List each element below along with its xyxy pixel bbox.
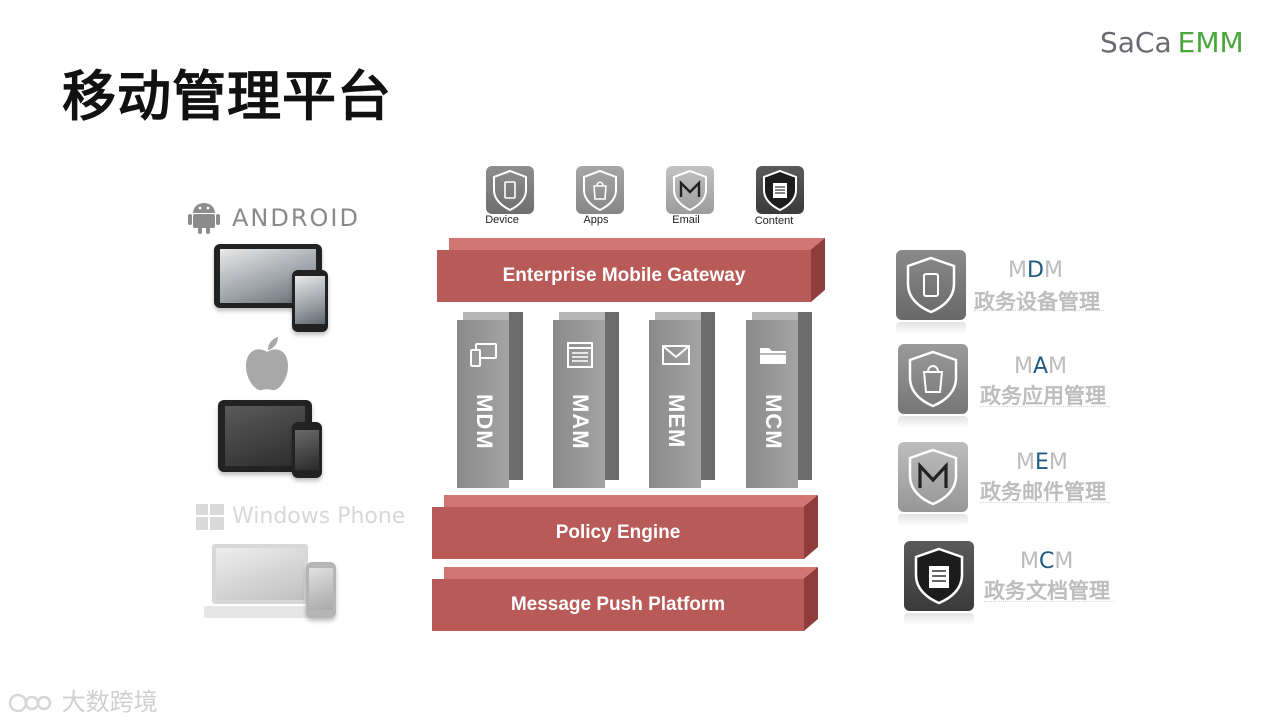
push-platform-label: Message Push Platform bbox=[432, 579, 804, 631]
windows-logo-icon bbox=[196, 504, 224, 530]
policy-engine-bar: Policy Engine bbox=[432, 495, 818, 559]
envelope-icon bbox=[661, 342, 691, 368]
pillar-label: MDM bbox=[472, 394, 497, 450]
module-fine-print bbox=[974, 310, 1104, 314]
message-push-platform-bar: Message Push Platform bbox=[432, 567, 818, 631]
device-shield-icon bbox=[896, 250, 966, 320]
enterprise-mobile-gateway-bar: Enterprise Mobile Gateway bbox=[437, 238, 825, 302]
gateway-label: Enterprise Mobile Gateway bbox=[437, 250, 811, 302]
top-module-device: Device bbox=[470, 166, 550, 228]
windows-laptop-image bbox=[204, 544, 316, 620]
content-shield-icon bbox=[756, 166, 804, 214]
module-abbreviation: MCM bbox=[1020, 549, 1074, 574]
pillar-label: MAM bbox=[568, 394, 593, 450]
apps-shield-icon bbox=[898, 344, 968, 414]
pillar-mam: MAM bbox=[553, 312, 619, 488]
module-chinese-name: 政务邮件管理 bbox=[980, 480, 1106, 504]
module-fine-print bbox=[980, 502, 1110, 506]
iphone-image bbox=[292, 422, 322, 478]
module-abbreviation: MDM bbox=[1008, 258, 1063, 283]
pillar-mcm: MCM bbox=[746, 312, 812, 488]
content-shield-icon bbox=[904, 541, 974, 611]
module-chinese-name: 政务文档管理 bbox=[984, 579, 1110, 603]
right-module-mam: MAM 政务应用管理 bbox=[898, 344, 1128, 434]
watermark-logo-icon bbox=[8, 692, 54, 714]
devices-icon bbox=[469, 342, 499, 368]
top-module-label: Content bbox=[754, 215, 794, 227]
email-shield-icon bbox=[898, 442, 968, 512]
top-module-label: Email bbox=[672, 214, 700, 226]
watermark: 大数跨境 bbox=[8, 682, 158, 717]
logo-brand: SaCa bbox=[1100, 26, 1172, 59]
pillar-label: MEM bbox=[664, 394, 689, 449]
module-abbreviation: MEM bbox=[1016, 450, 1068, 475]
right-module-mcm: MCM 政务文档管理 bbox=[904, 541, 1134, 631]
pillar-mem: MEM bbox=[649, 312, 715, 488]
top-module-content: Content bbox=[740, 166, 820, 228]
apps-shield-icon bbox=[576, 166, 624, 214]
android-robot-icon bbox=[188, 200, 220, 234]
device-shield-icon bbox=[486, 166, 534, 214]
top-module-label: Apps bbox=[583, 214, 609, 226]
module-abbreviation: MAM bbox=[1014, 354, 1068, 379]
module-fine-print bbox=[984, 601, 1114, 605]
windows-phone-image bbox=[306, 562, 336, 618]
logo-product: EMM bbox=[1177, 26, 1244, 59]
windows-phone-label: Windows Phone bbox=[232, 504, 406, 529]
top-module-email: Email bbox=[650, 166, 730, 228]
android-phone-image bbox=[292, 270, 328, 332]
watermark-text: 大数跨境 bbox=[61, 688, 158, 716]
email-shield-icon bbox=[666, 166, 714, 214]
module-fine-print bbox=[980, 406, 1110, 410]
top-module-label: Device bbox=[485, 214, 519, 226]
android-label: ANDROID bbox=[232, 204, 360, 232]
pillar-mdm: MDM bbox=[457, 312, 523, 488]
page-title: 移动管理平台 bbox=[62, 65, 392, 128]
module-chinese-name: 政务应用管理 bbox=[980, 384, 1106, 408]
right-module-mdm: MDM 政务设备管理 bbox=[896, 250, 1126, 340]
right-module-mem: MEM 政务邮件管理 bbox=[898, 442, 1128, 532]
folder-icon bbox=[758, 342, 788, 368]
top-module-apps: Apps bbox=[560, 166, 640, 228]
pillar-label: MCM bbox=[761, 394, 786, 450]
apple-logo-icon bbox=[244, 336, 290, 392]
policy-engine-label: Policy Engine bbox=[432, 507, 804, 559]
app-window-icon bbox=[565, 342, 595, 368]
